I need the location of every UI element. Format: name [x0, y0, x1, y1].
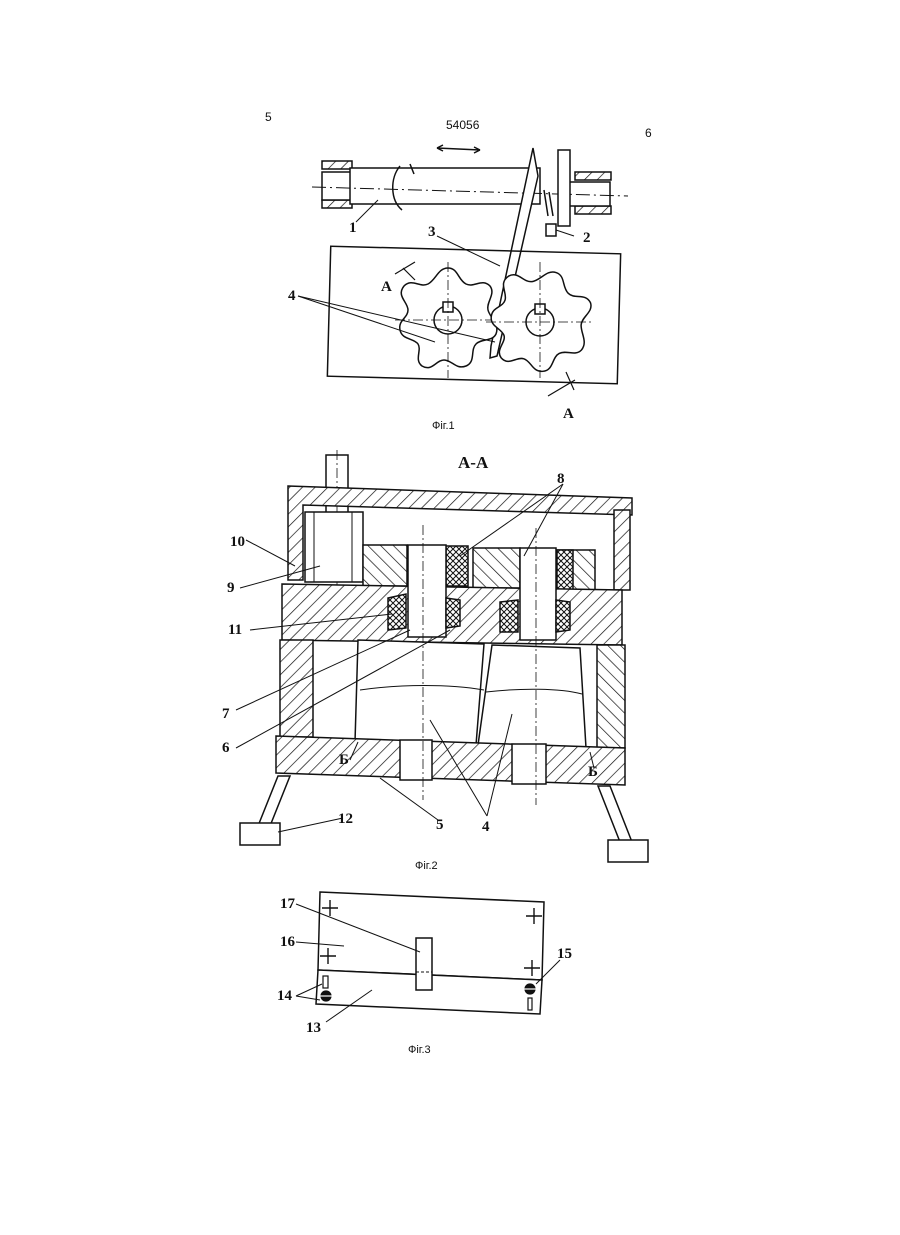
bottom-hole-right — [512, 744, 546, 784]
fig1-label-3: 3 — [428, 224, 436, 240]
bushing-8-right — [557, 550, 573, 590]
seal-11-a — [388, 594, 406, 630]
slot-17 — [416, 938, 432, 990]
fig3-label-15: 15 — [557, 946, 572, 962]
figure-3: 17 16 14 13 15 — [277, 892, 572, 1036]
figure-2: А-А — [222, 450, 648, 862]
housing-right-upper — [614, 510, 630, 590]
foot-12-left — [240, 823, 280, 845]
fig2-label-12: 12 — [338, 811, 353, 827]
fig1-caption: Фіг.1 — [432, 420, 455, 432]
bushing-8-left — [446, 546, 468, 586]
upper-plate-left — [363, 545, 407, 586]
mold-left — [355, 640, 484, 745]
fig3-label-17: 17 — [280, 896, 296, 912]
fig2-label-6: 6 — [222, 740, 230, 756]
fig2-label-7: 7 — [222, 706, 230, 722]
fig1-label-1: 1 — [349, 220, 357, 236]
gear-left — [395, 262, 500, 378]
fig2-label-b-left: Б — [339, 752, 349, 768]
fig2-label-9: 9 — [227, 580, 235, 596]
shaft-1 — [312, 164, 628, 210]
fig2-label-b-right: Б — [588, 764, 598, 780]
housing-left-wall — [280, 640, 313, 737]
fig3-caption: Фіг.3 — [408, 1044, 431, 1056]
fig3-label-16: 16 — [280, 934, 296, 950]
seal-11-b — [446, 598, 460, 628]
leg-left — [258, 776, 290, 826]
fig1-section-a-bottom: A — [563, 406, 574, 422]
fig2-label-11: 11 — [228, 622, 242, 638]
fig2-section-title: А-А — [458, 453, 489, 472]
fig2-label-4: 4 — [482, 819, 490, 835]
fig2-caption: Фіг.2 — [415, 860, 438, 872]
fig1-label-2: 2 — [583, 230, 591, 246]
fig2-label-5: 5 — [436, 817, 444, 833]
seal-11-d — [556, 600, 570, 632]
plate-2 — [544, 150, 570, 236]
fig1-label-4: 4 — [288, 288, 296, 304]
figure-1: 1 2 3 4 A A — [288, 145, 628, 422]
fig2-label-8: 8 — [557, 471, 565, 487]
leg-right — [598, 786, 632, 842]
fig1-section-a-top: A — [381, 279, 392, 295]
upper-plate-mid — [473, 548, 520, 588]
seal-11-c — [500, 600, 518, 632]
fig3-label-14: 14 — [277, 988, 293, 1004]
fig2-label-10: 10 — [230, 534, 245, 550]
mold-right — [478, 645, 586, 748]
fig3-label-13: 13 — [306, 1020, 321, 1036]
shaft-bore-right — [520, 548, 556, 640]
foot-12-right — [608, 840, 648, 862]
housing-right-wall — [597, 645, 625, 748]
bottom-hole-left — [400, 740, 432, 780]
shaft-bore-left — [408, 545, 446, 637]
double-arrow-icon — [437, 145, 480, 153]
gear-right — [479, 258, 602, 383]
